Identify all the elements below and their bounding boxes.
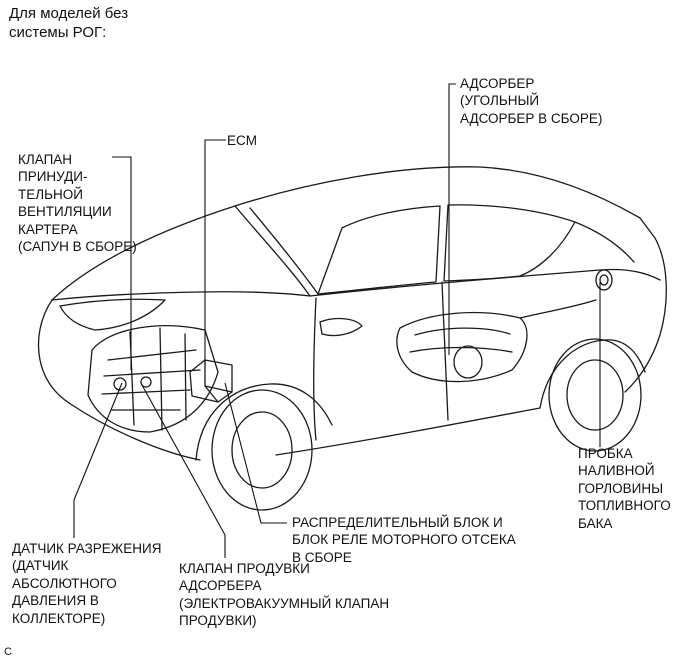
a-pillar-inner	[249, 207, 319, 295]
header-line-1: Для моделей без	[9, 5, 129, 22]
front-window	[317, 205, 441, 295]
rocker-line	[275, 407, 541, 456]
label-purge-valve: КЛАПАН ПРОДУВКИ АДСОРБЕРА (ЭЛЕКТРОВАКУУМ…	[179, 561, 390, 629]
leader-vacuum	[73, 382, 123, 538]
rear-window	[443, 204, 576, 282]
front-door-line	[313, 297, 317, 441]
canister	[453, 345, 483, 379]
fuel-cap	[595, 269, 613, 291]
front-lower	[71, 404, 201, 461]
leader-pcv	[112, 156, 132, 370]
roof-outline	[51, 166, 656, 301]
engine-block	[87, 325, 219, 433]
engine-detail-1	[101, 349, 201, 411]
fuel-tank-detail	[409, 327, 513, 353]
label-fuel-filler-cap: ПРОБКА НАЛИВНОЙ ГОРЛОВИНЫ ТОПЛИВНОГО БАК…	[578, 446, 671, 531]
leader-ecm	[204, 139, 226, 365]
leader-relay	[224, 382, 287, 524]
engine-detail-4	[140, 376, 152, 388]
leader-purge	[141, 384, 226, 558]
ecm-box	[189, 359, 233, 403]
engine-detail-3	[113, 377, 127, 391]
label-pcv-valve: КЛАПАН ПРИНУДИ- ТЕЛЬНОЙ ВЕНТИЛЯЦИИ КАРТЕ…	[18, 152, 137, 255]
beltline	[309, 268, 661, 297]
figure-code: C	[4, 646, 12, 658]
side-mirror	[319, 317, 363, 337]
label-ecm: ECM	[227, 133, 257, 148]
rear-wheel	[548, 338, 642, 452]
front-wheel	[211, 389, 313, 511]
rear-outline	[624, 237, 667, 393]
rear-door-line	[441, 281, 449, 421]
windshield	[234, 205, 311, 297]
label-relay-block: РАСПРЕДЕЛИТЕЛЬНЫЙ БЛОК И БЛОК РЕЛЕ МОТОР…	[292, 515, 516, 565]
front-bumper	[37, 299, 73, 406]
label-vacuum-sensor: ДАТЧИК РАЗРЕЖЕНИЯ (ДАТЧИК АБСОЛЮТНОГО ДА…	[12, 541, 162, 626]
front-wheel-arch	[195, 383, 333, 461]
c-pillar	[574, 221, 635, 263]
rear-wheel-hub	[566, 359, 624, 431]
fuel-cap-inner	[599, 274, 609, 286]
fuel-tank	[396, 311, 528, 383]
rear-wheel-arch	[539, 339, 646, 409]
front-wheel-hub	[231, 411, 293, 489]
label-adsorber: АДСОРБЕР (УГОЛЬНЫЙ АДСОРБЕР В СБОРЕ)	[460, 76, 603, 126]
headlight	[59, 298, 166, 331]
leader-adsorber	[448, 83, 456, 355]
hood-line	[51, 291, 311, 301]
header-line-2: системы РОГ:	[9, 24, 107, 41]
fuel-tank-pipe	[519, 299, 597, 319]
